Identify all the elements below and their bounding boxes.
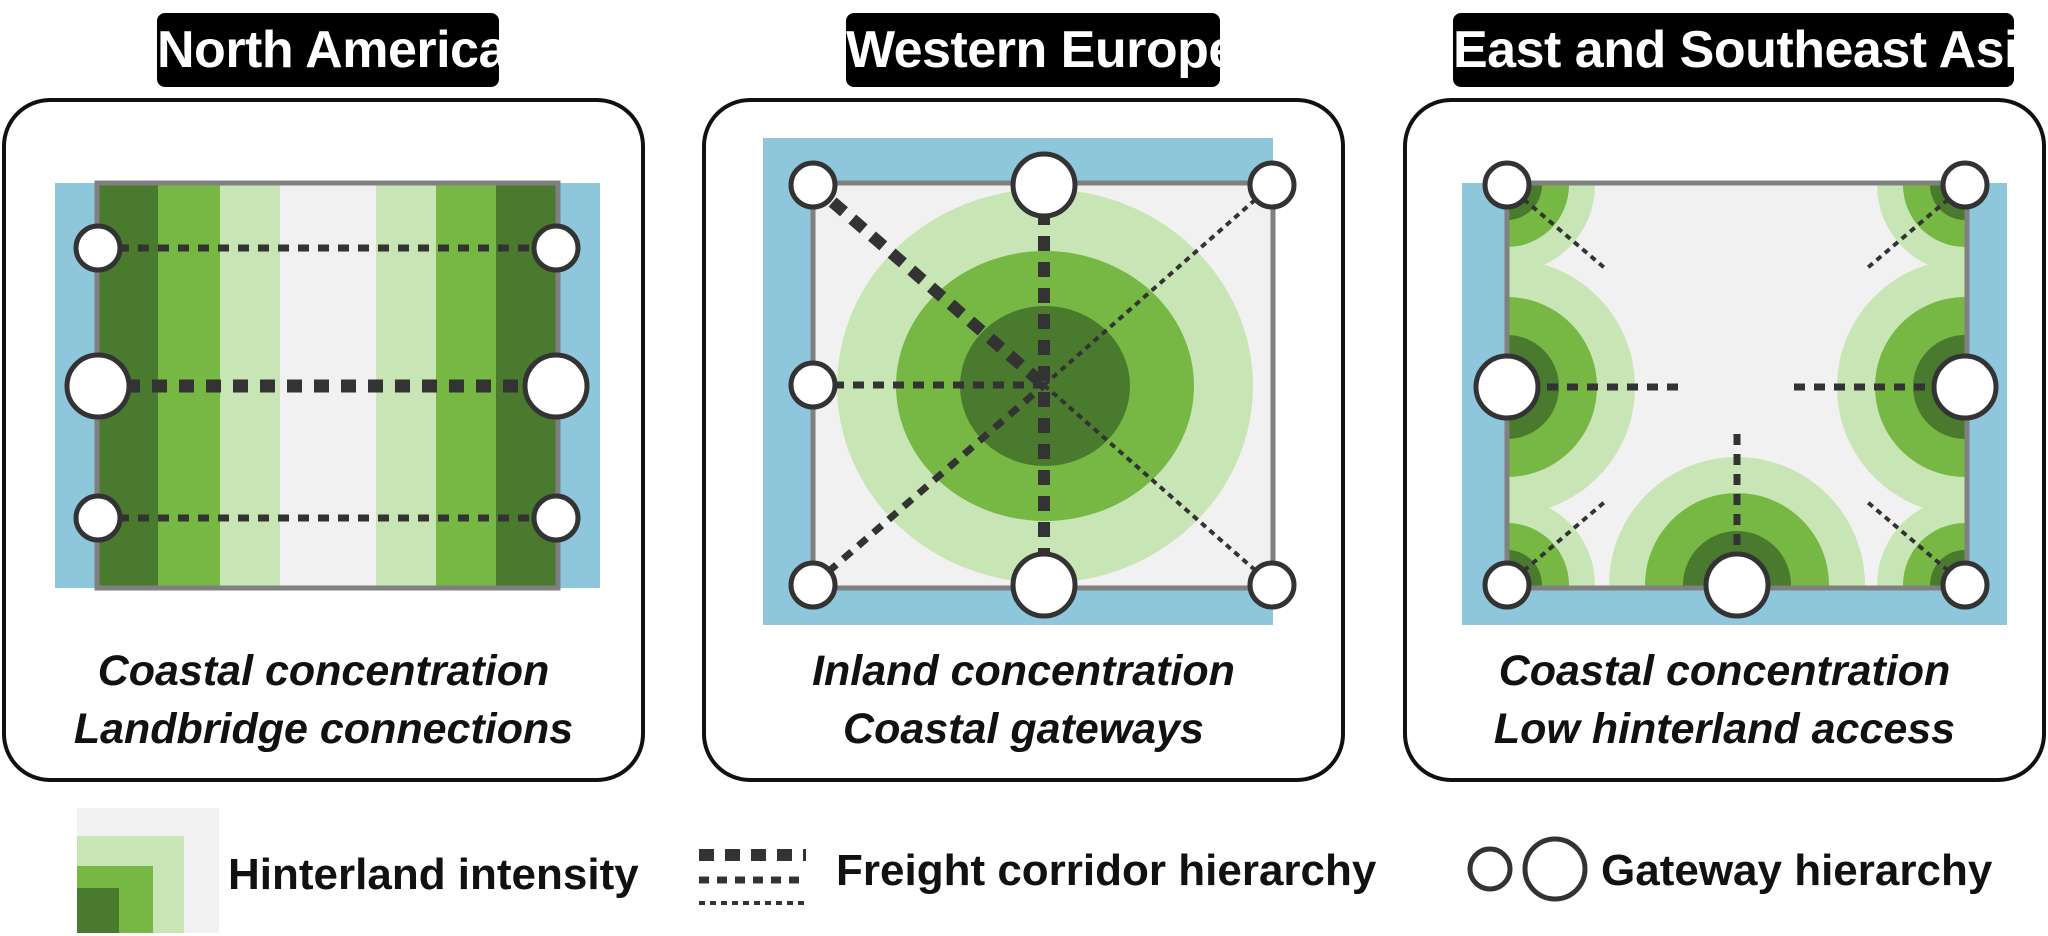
corridor-secondary-sw — [810, 382, 1047, 588]
north-america-diagram — [55, 180, 600, 591]
legend-gateway-label: Gateway hierarchy — [1601, 846, 1993, 895]
gateway-major — [64, 352, 132, 420]
gateway-minor — [1482, 560, 1532, 610]
panel-title-east-southeast-asia: East and Southeast Asia — [1453, 13, 2047, 87]
gateway-minor — [1247, 560, 1297, 610]
gateway-minor — [1482, 160, 1532, 210]
gateway-minor — [531, 493, 581, 543]
gateway-minor — [788, 160, 838, 210]
freight-corridor-swatch — [699, 849, 806, 905]
gateway-major — [1473, 353, 1541, 421]
panel-western-europe: Inland concentration Coastal gateways — [702, 98, 1345, 782]
gateway-hierarchy-swatch — [1467, 836, 1588, 902]
caption-north-america: Coastal concentration Landbridge connect… — [6, 642, 641, 758]
east-southeast-asia-diagram — [1462, 160, 2007, 625]
panel-north-america: Coastal concentration Landbridge connect… — [2, 98, 645, 782]
caption-line-1: Inland concentration — [812, 647, 1235, 695]
gateway-minor — [1940, 560, 1990, 610]
caption-line-2: Coastal gateways — [843, 705, 1204, 753]
gateway-minor-icon — [1467, 846, 1513, 892]
panel-title-western-europe: Western Europe — [846, 13, 1237, 87]
caption-line-1: Coastal concentration — [97, 647, 550, 695]
gateway-minor — [73, 493, 123, 543]
legend-hinterland-label: Hinterland intensity — [228, 850, 639, 899]
gateway-minor — [1940, 160, 1990, 210]
gateway-minor — [531, 223, 581, 273]
caption-line-2: Landbridge connections — [73, 705, 574, 753]
gateway-major — [1931, 353, 1999, 421]
gateway-minor — [1247, 160, 1297, 210]
caption-east-southeast-asia: Coastal concentration Low hinterland acc… — [1407, 642, 2042, 758]
caption-western-europe: Inland concentration Coastal gateways — [706, 642, 1341, 758]
panel-title-north-america: North America — [157, 13, 507, 87]
gateway-minor — [788, 360, 838, 410]
gateway-minor — [73, 223, 123, 273]
legend — [77, 808, 1588, 933]
gateway-major-icon — [1522, 836, 1588, 902]
caption-line-2: Low hinterland access — [1493, 705, 1956, 753]
gateway-major — [1010, 151, 1078, 219]
gateway-minor — [788, 560, 838, 610]
gateway-major — [1703, 551, 1771, 619]
hinterland-intensity-swatch — [77, 808, 219, 933]
legend-corridor-label: Freight corridor hierarchy — [836, 846, 1377, 895]
gateway-major — [522, 352, 590, 420]
gateway-major — [1010, 551, 1078, 619]
western-europe-diagram — [763, 138, 1297, 625]
panel-east-southeast-asia: Coastal concentration Low hinterland acc… — [1403, 98, 2046, 782]
caption-line-1: Coastal concentration — [1498, 647, 1951, 695]
